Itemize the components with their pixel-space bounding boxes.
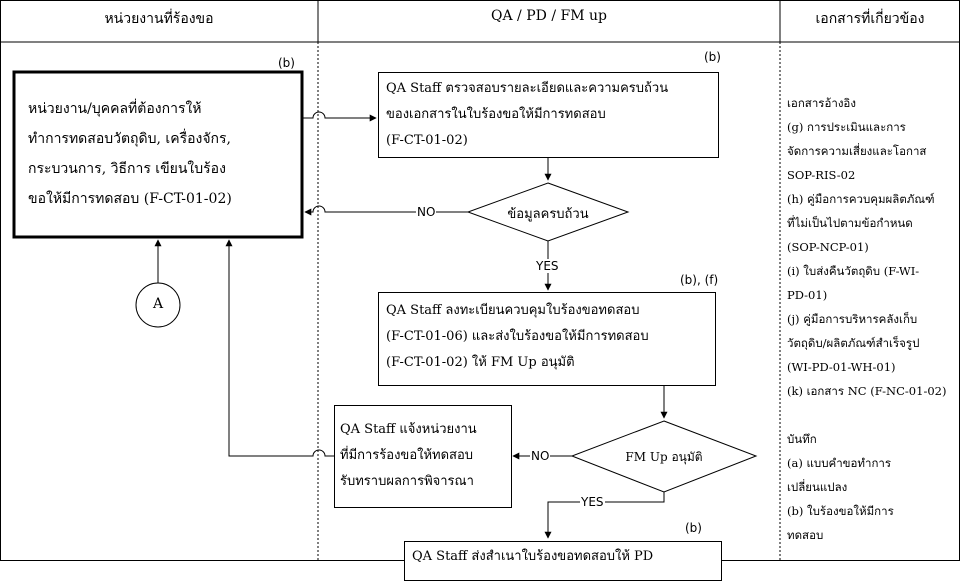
- requester-box: [12, 70, 304, 239]
- related-doc-line: บันทึก: [787, 432, 817, 446]
- qa-notify-line: ที่มีการร้องขอให้ทดสอบ: [340, 448, 474, 463]
- qa-send-line: QA Staff ส่งสำเนาใบร้องขอทดสอบให้ PD: [412, 549, 654, 564]
- qa-check-box-tag: (b): [703, 50, 722, 64]
- qa-register-box-tag: (b), (f): [679, 273, 720, 287]
- decision-complete-text: ข้อมูลครบถ้วน: [507, 207, 589, 222]
- requester-box-text: หน่วยงาน/บุคคลที่ต้องการให้ ทำการทดสอบวั…: [28, 94, 232, 214]
- related-doc-line: ที่ไม่เป็นไปตามข้อกำหนด: [787, 216, 913, 230]
- related-doc-line: SOP-RIS-02: [787, 168, 856, 182]
- qa-register-box: [378, 292, 716, 386]
- requester-line: หน่วยงาน/บุคคลที่ต้องการให้: [28, 101, 202, 117]
- related-doc-line: วัตถุดิบ/ผลิตภัณฑ์สำเร็จรูป: [787, 336, 920, 350]
- arrow-no-to-requester: [304, 205, 468, 216]
- arrow-requester-to-qa-check: [302, 111, 377, 122]
- requester-line: ขอให้มีการทดสอบ (F-CT-01-02): [28, 191, 232, 207]
- qa-send-box-text: QA Staff ส่งสำเนาใบร้องขอทดสอบให้ PD: [412, 544, 653, 570]
- related-doc-line: (k) เอกสาร NC (F-NC-01-02): [787, 384, 947, 398]
- related-doc-line: (b) ใบร้องขอให้มีการ: [787, 504, 894, 518]
- related-doc-line: ทดสอบ: [787, 528, 824, 542]
- arrow-notify-to-requester: [225, 239, 334, 457]
- qa-check-box-text: QA Staff ตรวจสอบรายละเอียดและความครบถ้วน…: [386, 76, 668, 154]
- header-qa-pd-fm: QA / PD / FM up: [491, 8, 607, 24]
- related-doc-line: (i) ใบส่งคืนวัตถุดิบ (F-WI-: [787, 264, 920, 278]
- related-doc-line: จัดการความเสี่ยงและโอกาส: [787, 144, 927, 158]
- qa-check-line: QA Staff ตรวจสอบรายละเอียดและความครบถ้วน: [386, 81, 669, 96]
- related-doc-line: (WI-PD-01-WH-01): [787, 360, 896, 374]
- qa-check-line: ของเอกสารในใบร้องขอให้มีการทดสอบ: [386, 107, 606, 122]
- qa-check-box: [378, 72, 719, 158]
- requester-line: ทำการทดสอบวัตถุดิบ, เครื่องจักร,: [28, 131, 231, 147]
- qa-notify-box: [334, 405, 512, 508]
- related-doc-line: (h) คู่มือการควบคุมผลิตภัณฑ์: [787, 192, 935, 206]
- qa-check-line: (F-CT-01-02): [386, 133, 468, 148]
- decision-approve-yes: YES: [580, 495, 605, 509]
- decision-complete-no: NO: [416, 205, 437, 219]
- qa-notify-line: QA Staff แจ้งหน่วยงาน: [340, 422, 477, 437]
- connector-a-label: A: [152, 296, 164, 312]
- related-doc-line: (j) คู่มือการบริหารคลังเก็บ: [787, 312, 918, 326]
- header-requester: หน่วยงานที่ร้องขอ: [104, 11, 214, 27]
- qa-register-line: QA Staff ลงทะเบียนควบคุมใบร้องขอทดสอบ: [386, 303, 640, 318]
- related-doc-line: (SOP-NCP-01): [787, 240, 869, 254]
- qa-register-line: (F-CT-01-02) ให้ FM Up อนุมัติ: [386, 355, 575, 370]
- requester-box-tag: (b): [277, 56, 296, 70]
- header-related-docs: เอกสารที่เกี่ยวข้อง: [815, 11, 925, 27]
- qa-notify-line: รับทราบผลการพิจารณา: [340, 474, 474, 489]
- related-doc-line: (g) การประเมินและการ: [787, 120, 906, 134]
- qa-send-box-tag: (b): [684, 521, 703, 535]
- decision-approve-no: NO: [530, 449, 551, 463]
- flowchart-canvas: [0, 0, 960, 561]
- qa-register-line: (F-CT-01-06) และส่งใบร้องขอให้มีการทดสอบ: [386, 329, 649, 344]
- related-doc-line: เปลี่ยนแปลง: [787, 480, 848, 494]
- related-doc-line: เอกสารอ้างอิง: [787, 96, 856, 110]
- decision-complete-yes: YES: [535, 259, 560, 273]
- requester-line: กระบวนการ, วิธีการ เขียนใบร้อง: [28, 161, 226, 177]
- qa-notify-box-text: QA Staff แจ้งหน่วยงาน ที่มีการร้องขอให้ท…: [340, 417, 477, 495]
- arrow-yes-to-send: [544, 492, 665, 539]
- qa-register-box-text: QA Staff ลงทะเบียนควบคุมใบร้องขอทดสอบ (F…: [386, 298, 649, 376]
- related-doc-line: PD-01): [787, 288, 828, 302]
- related-doc-line: (a) แบบคำขอทำการ: [787, 456, 892, 470]
- decision-approve-text: FM Up อนุมัติ: [625, 450, 703, 464]
